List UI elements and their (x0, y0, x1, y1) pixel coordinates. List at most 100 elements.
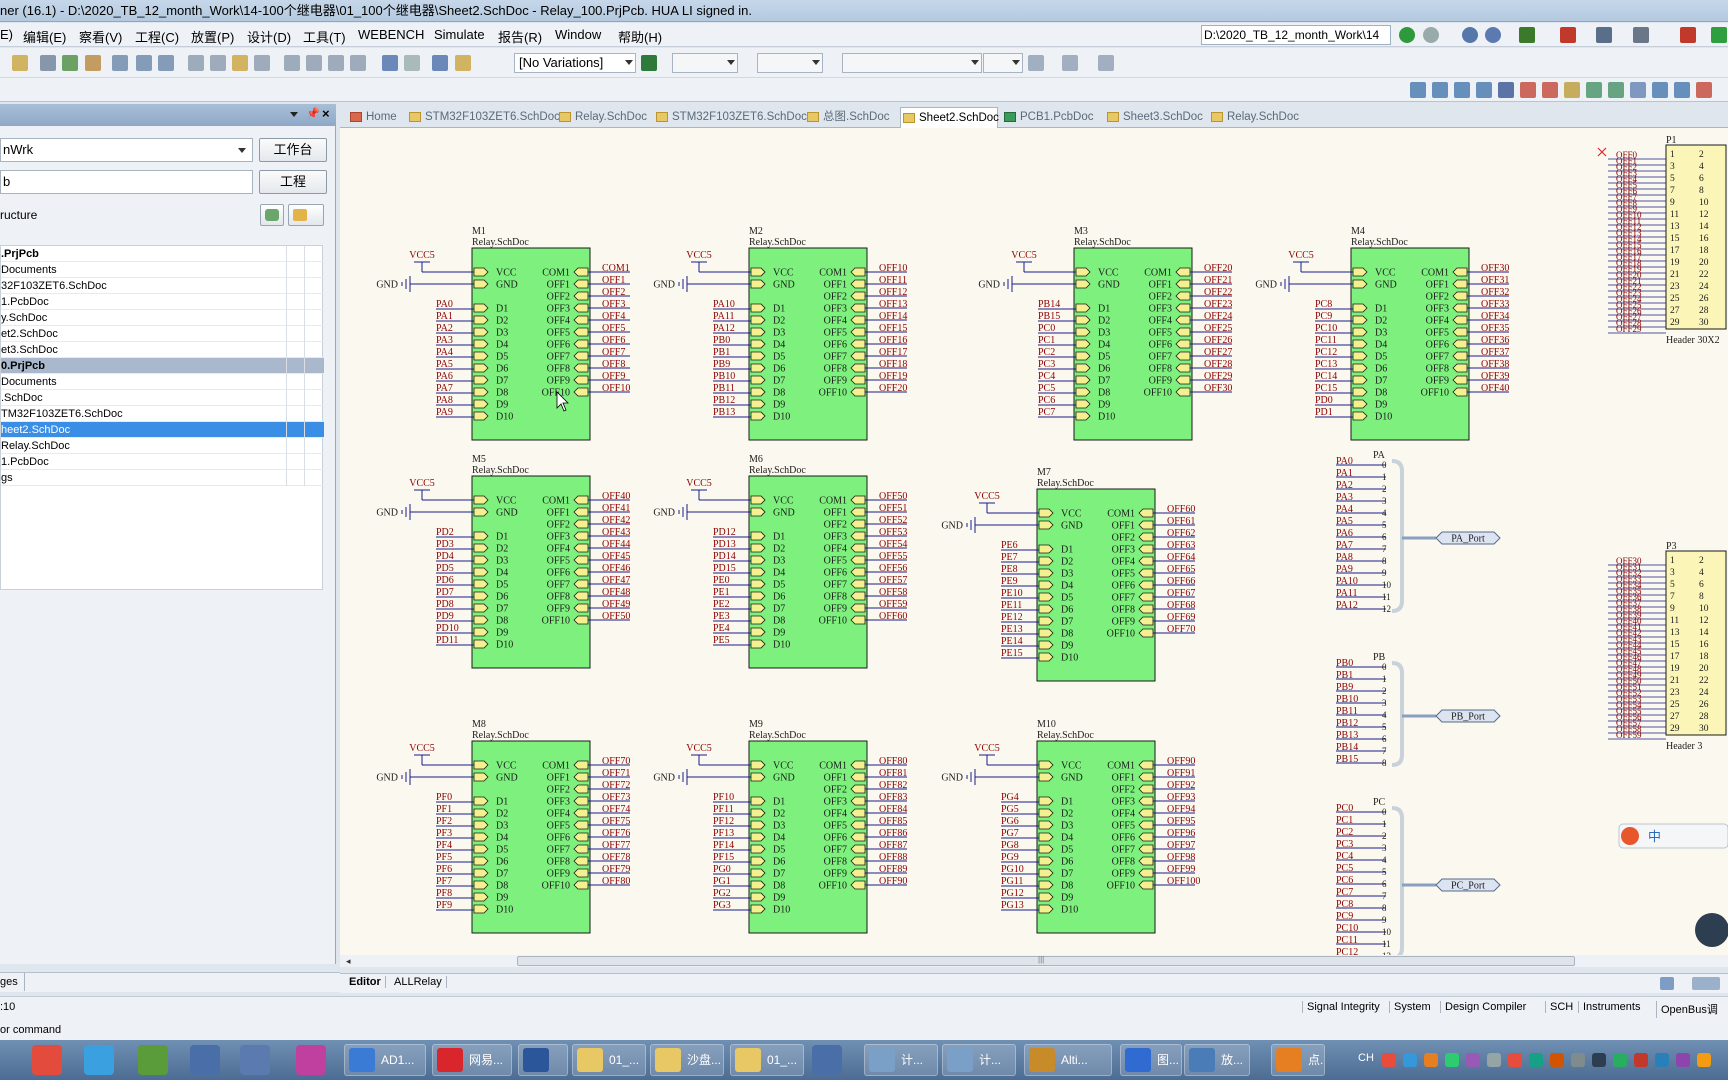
chrome-icon[interactable] (32, 1045, 62, 1075)
move-icon[interactable] (306, 55, 322, 71)
tab-document[interactable]: 总图.SchDoc (805, 107, 896, 128)
tab-document[interactable]: Sheet2.SchDoc (900, 107, 999, 128)
assistant-bubble-icon[interactable] (1695, 913, 1728, 947)
select-icon[interactable] (284, 55, 300, 71)
scroll-left-icon[interactable]: ◂ (346, 956, 351, 966)
zoom-area-icon[interactable] (136, 55, 152, 71)
tray-icon[interactable] (1445, 1053, 1459, 1067)
spider-app-icon[interactable] (812, 1045, 842, 1075)
run-icon[interactable] (1711, 27, 1727, 43)
tree-item[interactable]: Documents (1, 374, 324, 390)
tree-item[interactable]: et3.SchDoc (1, 342, 324, 358)
baidu-icon[interactable] (84, 1045, 114, 1075)
panel-button[interactable]: SCH (1545, 1001, 1573, 1013)
tray-icon[interactable] (1403, 1053, 1417, 1067)
taskbar-app[interactable]: AD1... (344, 1044, 426, 1076)
redo-icon[interactable] (404, 55, 420, 71)
library-icon[interactable] (85, 55, 101, 71)
part-icon[interactable] (1564, 82, 1580, 98)
net-icon[interactable] (1498, 82, 1514, 98)
toolbar-combo[interactable] (842, 53, 982, 73)
port-symbol[interactable] (1435, 709, 1501, 723)
close-icon[interactable]: × (322, 106, 330, 121)
filter-icon[interactable] (1692, 977, 1720, 990)
menu-item[interactable]: WEBENCH (358, 27, 425, 42)
pencil-icon[interactable] (455, 55, 471, 71)
panel-tab[interactable]: ges (0, 973, 25, 991)
toolbar-combo[interactable] (757, 53, 823, 73)
tray-icon[interactable] (1466, 1053, 1480, 1067)
scrollbar-thumb[interactable]: ||| (517, 955, 1575, 966)
menu-item[interactable]: 编辑(E) (23, 30, 67, 45)
relay-block-m4[interactable]: M4Relay.SchDocVCCGNDD1D2D3D4D5D6D7D8D9D1… (1255, 226, 1509, 441)
tray-icon[interactable] (1676, 1053, 1690, 1067)
tray-icon[interactable] (1508, 1053, 1522, 1067)
tab-document[interactable]: Sheet3.SchDoc (1105, 107, 1205, 128)
device-sheet-icon[interactable] (1630, 82, 1646, 98)
notepad-icon[interactable] (138, 1045, 168, 1075)
no-erc-icon[interactable] (1696, 82, 1712, 98)
menu-item[interactable]: Window (555, 27, 602, 42)
tree-item[interactable]: .SchDoc (1, 390, 324, 406)
distribute-icon[interactable] (1062, 55, 1078, 71)
tray-icon[interactable] (1424, 1053, 1438, 1067)
tab-document[interactable]: Relay.SchDoc (557, 107, 650, 128)
green-button-icon[interactable] (641, 55, 657, 71)
bus-icon[interactable] (1432, 82, 1448, 98)
taskbar-app[interactable]: 图... (1120, 1044, 1182, 1076)
panel-button[interactable]: Design Compiler (1440, 1001, 1526, 1013)
language-indicator[interactable]: CH (1358, 1052, 1374, 1064)
arrange-icon[interactable] (1098, 55, 1114, 71)
tray-icon[interactable] (1592, 1053, 1606, 1067)
tree-item[interactable]: 1.PcbDoc (1, 294, 324, 310)
port-icon[interactable] (1652, 82, 1668, 98)
taskbar-app[interactable]: 放... (1184, 1044, 1250, 1076)
relay-block-m7[interactable]: M7Relay.SchDocVCCGNDD1D2D3D4D5D6D7D8D9D1… (941, 467, 1195, 682)
net-label-icon[interactable] (1476, 82, 1492, 98)
menu-item[interactable]: 报告(R) (498, 30, 543, 45)
project-options-icon[interactable] (288, 204, 324, 226)
taskbar-app[interactable]: 网易... (432, 1044, 512, 1076)
sheet-icon[interactable] (1660, 977, 1674, 990)
project-button[interactable]: 工程 (259, 170, 327, 194)
tree-item[interactable]: 0.PrjPcb (1, 358, 324, 374)
relay-block-m5[interactable]: M5Relay.SchDocVCCGNDD1D2D3D4D5D6D7D8D9D1… (376, 454, 630, 669)
menu-item[interactable]: 工程(C) (135, 30, 180, 45)
taskbar-app[interactable]: 01_... (730, 1044, 804, 1076)
component-icon[interactable] (62, 55, 78, 71)
home-icon[interactable] (1462, 27, 1478, 43)
taskbar-app[interactable]: 点... (1271, 1044, 1325, 1076)
vcc-icon[interactable] (1542, 82, 1558, 98)
scissors-icon[interactable] (240, 1045, 270, 1075)
tab-document[interactable]: Home (348, 107, 403, 128)
menu-item[interactable]: 工具(T) (303, 30, 346, 45)
back-icon[interactable] (1399, 27, 1415, 43)
grid-icon[interactable] (1633, 27, 1649, 43)
relay-block-m9[interactable]: M9Relay.SchDocVCCGNDD1D2D3D4D5D6D7D8D9D1… (653, 719, 907, 934)
panel-button[interactable]: Instruments (1578, 1001, 1640, 1013)
path-field[interactable]: D:\2020_TB_12_month_Work\14 (1201, 25, 1391, 45)
wire-icon[interactable] (1519, 27, 1535, 43)
zoom-icon[interactable] (112, 55, 128, 71)
tab-document[interactable]: Relay.SchDoc (1209, 107, 1299, 128)
menu-item[interactable]: 放置(P) (191, 30, 235, 45)
spider-icon[interactable] (190, 1045, 220, 1075)
editor-tab[interactable]: ALLRelay (390, 976, 447, 988)
port-symbol[interactable] (1435, 878, 1501, 892)
relay-block-m10[interactable]: M10Relay.SchDocVCCGNDD1D2D3D4D5D6D7D8D9D… (941, 719, 1200, 934)
tree-item[interactable]: et2.SchDoc (1, 326, 324, 342)
tree-item[interactable]: heet2.SchDoc (1, 422, 324, 438)
sheet-entry-icon[interactable] (1608, 82, 1624, 98)
taskbar-app[interactable]: Alti... (1024, 1044, 1112, 1076)
sync-icon[interactable] (1485, 27, 1501, 43)
tree-item[interactable]: 1.PcbDoc (1, 454, 324, 470)
paste-icon[interactable] (232, 55, 248, 71)
panel-button[interactable]: System (1389, 1001, 1431, 1013)
tray-icon[interactable] (1613, 1053, 1627, 1067)
editor-tab[interactable]: Editor (345, 976, 386, 988)
relay-block-m2[interactable]: M2Relay.SchDocVCCGNDD1D2D3D4D5D6D7D8D9D1… (653, 226, 907, 441)
panel-button[interactable]: Signal Integrity (1302, 1001, 1380, 1013)
tray-icon[interactable] (1487, 1053, 1501, 1067)
